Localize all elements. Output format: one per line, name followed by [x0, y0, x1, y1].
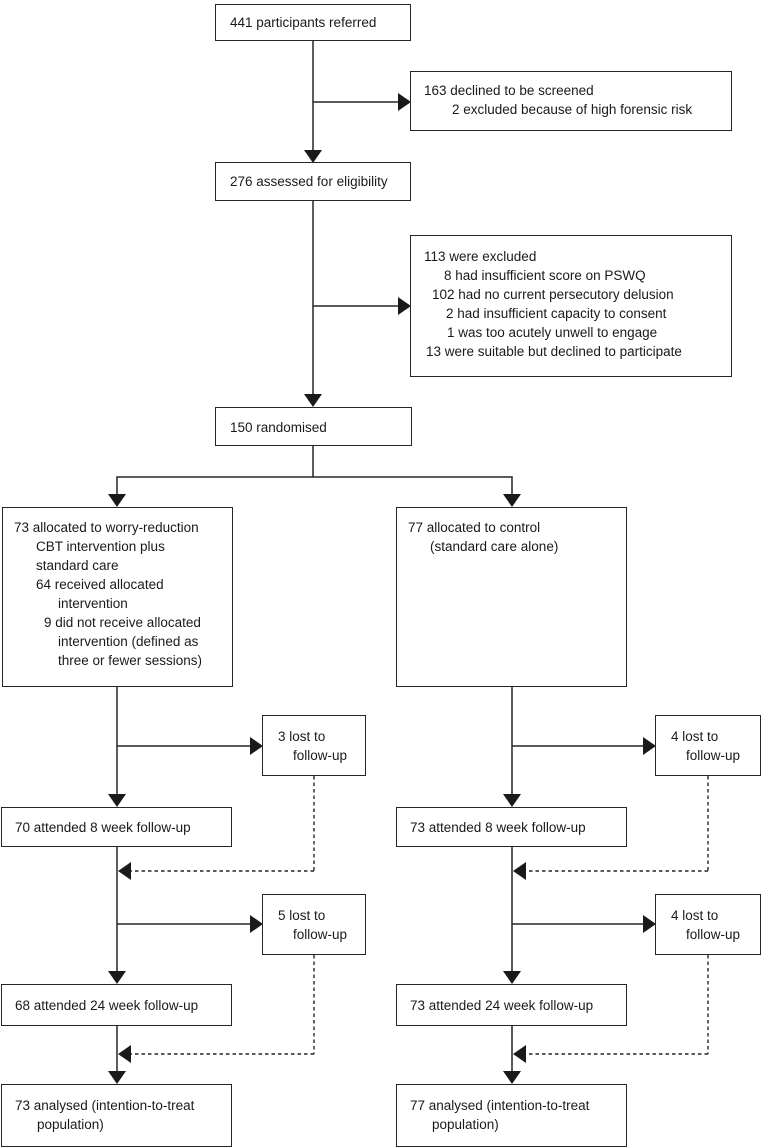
box-line: 73 attended 8 week follow-up [410, 820, 586, 835]
box-line: 73 allocated to worry-reduction [14, 520, 199, 535]
box-line: population) [432, 1117, 499, 1132]
box-lost-8wk-control: 4 lost to follow-up [655, 715, 761, 776]
dashed-lost-24wk-control-merge [513, 955, 709, 1063]
arrow-to-lost-8wk-control [512, 737, 656, 755]
box-attended-24wk-intervention: 68 attended 24 week follow-up [1, 984, 232, 1026]
box-line: 1 was too acutely unwell to engage [447, 325, 658, 340]
box-excluded: 113 were excluded 8 had insufficient sco… [410, 235, 732, 377]
box-line: follow-up [686, 927, 741, 942]
box-line: three or fewer sessions) [58, 653, 203, 668]
arrow-8wk-to-24wk-intervention [108, 847, 126, 984]
box-lost-8wk-intervention: 3 lost to follow-up [262, 715, 366, 776]
dashed-lost-8wk-intervention-merge [118, 776, 315, 880]
box-line: 2 excluded because of high forensic risk [452, 102, 693, 117]
box-line: standard care [36, 558, 119, 573]
box-line: 70 attended 8 week follow-up [15, 820, 191, 835]
box-line: 77 analysed (intention-to-treat [410, 1098, 590, 1113]
arrow-referred-to-assessed [304, 41, 322, 163]
box-line: 102 had no current persecutory delusion [432, 287, 674, 302]
dashed-lost-8wk-control-merge [513, 776, 709, 880]
arrow-to-lost-24wk-control [512, 915, 656, 933]
box-line: follow-up [686, 748, 741, 763]
box-line: intervention (defined as [58, 634, 199, 649]
box-attended-24wk-control: 73 attended 24 week follow-up [396, 984, 627, 1026]
box-line: (standard care alone) [430, 539, 559, 554]
box-line: 113 were excluded [424, 249, 537, 264]
box-line: 77 allocated to control [408, 520, 541, 535]
arrow-24wk-to-analysed-control [503, 1026, 521, 1084]
box-declined-screening: 163 declined to be screened 2 excluded b… [410, 71, 732, 131]
box-allocated-intervention: 73 allocated to worry-reduction CBT inte… [2, 507, 233, 687]
box-line: follow-up [293, 748, 348, 763]
arrow-8wk-to-24wk-control [503, 847, 521, 984]
box-lost-24wk-control: 4 lost to follow-up [655, 894, 761, 955]
box-line: 5 lost to [278, 908, 326, 923]
arrow-assessed-to-randomised [304, 201, 322, 407]
box-randomised: 150 randomised [215, 407, 412, 446]
box-line: 64 received allocated [36, 577, 164, 592]
box-line: CBT intervention plus [36, 539, 165, 554]
arrow-to-lost-24wk-intervention [117, 915, 263, 933]
box-line: follow-up [293, 927, 348, 942]
box-lost-24wk-intervention: 5 lost to follow-up [262, 894, 366, 955]
box-line: 150 randomised [230, 420, 327, 435]
box-allocated-control: 77 allocated to control (standard care a… [396, 507, 627, 687]
randomisation-split [108, 446, 521, 507]
box-line: 2 had insufficient capacity to consent [446, 306, 667, 321]
box-attended-8wk-control: 73 attended 8 week follow-up [396, 807, 627, 847]
box-assessed-for-eligibility: 276 assessed for eligibility [215, 162, 411, 201]
arrow-to-excluded [313, 297, 411, 315]
box-line: 441 participants referred [230, 15, 377, 30]
box-line: 8 had insufficient score on PSWQ [444, 268, 646, 283]
box-line: 163 declined to be screened [424, 83, 594, 98]
box-line: 276 assessed for eligibility [230, 174, 388, 189]
arrow-to-lost-8wk-intervention [117, 737, 263, 755]
arrow-allocated-to-8wk-control [503, 687, 521, 807]
box-line: population) [37, 1117, 104, 1132]
arrow-to-declined-screening [313, 93, 411, 111]
box-line: intervention [58, 596, 128, 611]
box-attended-8wk-intervention: 70 attended 8 week follow-up [1, 807, 232, 847]
box-participants-referred: 441 participants referred [215, 4, 411, 41]
box-analysed-control: 77 analysed (intention-to-treat populati… [396, 1084, 627, 1147]
box-line: 68 attended 24 week follow-up [15, 998, 199, 1013]
box-analysed-intervention: 73 analysed (intention-to-treat populati… [1, 1084, 232, 1147]
dashed-lost-24wk-intervention-merge [118, 955, 315, 1063]
box-line: 73 analysed (intention-to-treat [15, 1098, 195, 1113]
box-line: 4 lost to [671, 729, 719, 744]
box-line: 13 were suitable but declined to partici… [426, 344, 682, 359]
box-line: 3 lost to [278, 729, 326, 744]
arrow-allocated-to-8wk-intervention [108, 687, 126, 807]
box-line: 9 did not receive allocated [44, 615, 201, 630]
arrow-24wk-to-analysed-intervention [108, 1026, 126, 1084]
box-line: 73 attended 24 week follow-up [410, 998, 594, 1013]
box-line: 4 lost to [671, 908, 719, 923]
